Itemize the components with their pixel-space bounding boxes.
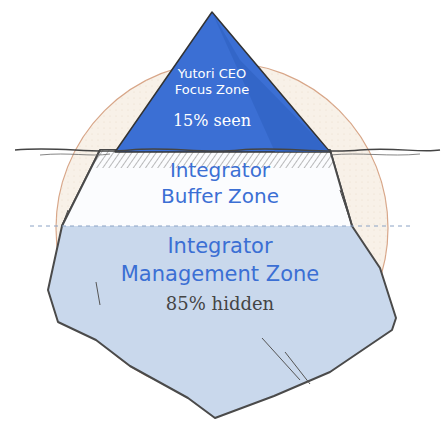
zone-label: Yutori CEO Focus Zone xyxy=(160,66,264,99)
focus-zone: Yutori CEO Focus Zone 15% seen xyxy=(160,66,264,130)
percentage-label: 15% seen xyxy=(160,111,264,130)
zone-label: Integrator Management Zone xyxy=(100,232,340,289)
buffer-edges xyxy=(62,150,352,226)
buffer-zone: Integrator Buffer Zone xyxy=(110,157,330,209)
tip-facet xyxy=(212,12,330,152)
zone-divider xyxy=(30,226,412,227)
management-zone: Integrator Management Zone 85% hidden xyxy=(80,232,360,314)
buffer-band xyxy=(62,150,352,226)
water-ripples xyxy=(40,154,420,155)
waterline xyxy=(15,149,440,151)
underwater-iceberg xyxy=(48,150,396,418)
iceberg-tip xyxy=(115,12,330,152)
zone-label: Integrator Buffer Zone xyxy=(145,157,295,209)
percentage-label: 85% hidden xyxy=(80,293,360,315)
